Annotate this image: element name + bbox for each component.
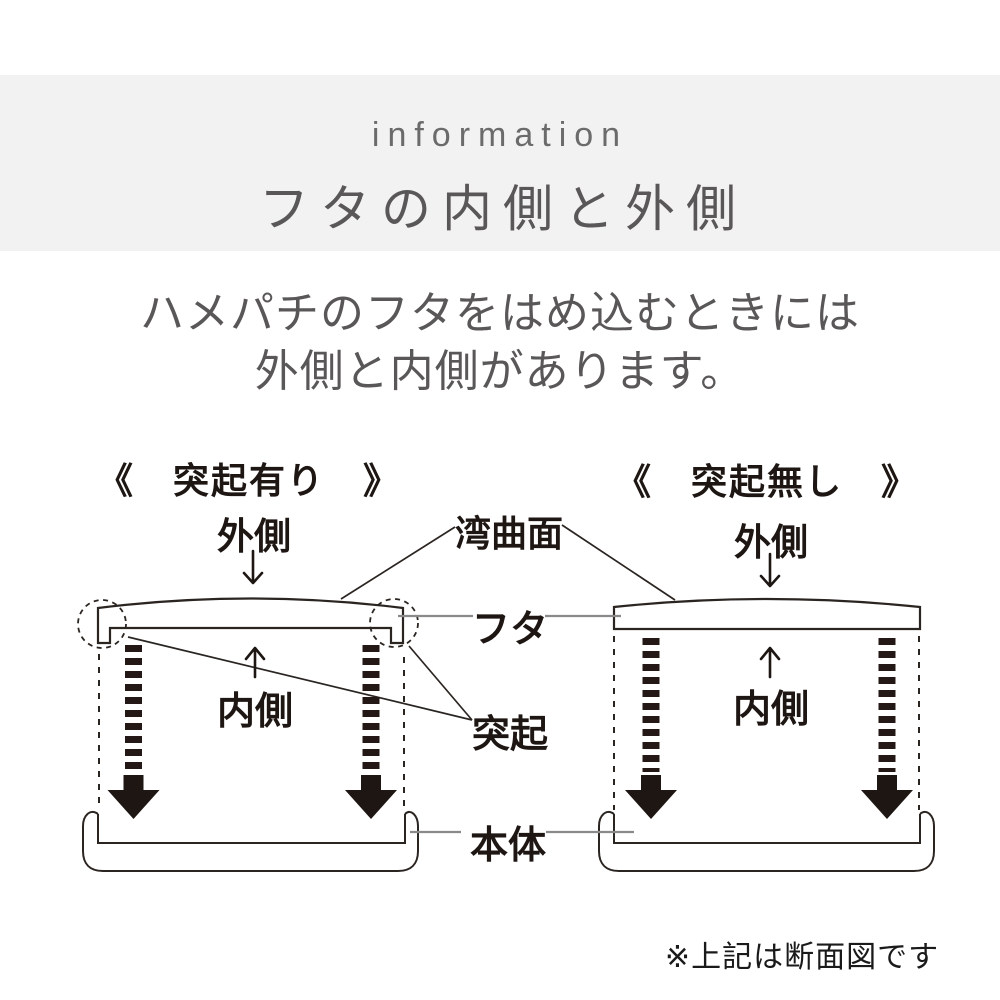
inner-arrow-right (759, 646, 781, 679)
highlight-circle-left (77, 599, 127, 649)
cross-section-footnote: ※上記は断面図です (664, 941, 940, 974)
outer-arrow-left (242, 549, 264, 585)
lid-label: フタ (471, 609, 549, 651)
intro-paragraph: ハメパチのフタをはめ込むときには 外側と内側があります。 (140, 285, 860, 401)
inner-side-label-left: 内側 (216, 691, 294, 733)
down-arrowheads (107, 775, 913, 819)
inner-arrow-left (244, 646, 266, 679)
lid-without-protrusion (612, 597, 922, 631)
drop-guide-lines (98, 636, 920, 810)
curved-surface-pointer-right (561, 524, 676, 601)
outer-side-label-right: 外側 (734, 522, 808, 563)
pointer-lines-black (127, 524, 676, 721)
direction-arrows (242, 549, 781, 679)
curved-surface-pointer-left (340, 526, 456, 600)
outer-arrow-right (759, 552, 781, 588)
diagram-heading-with-protrusion: 《 突起有り 》 (96, 460, 402, 501)
intro-line-1: ハメパチのフタをはめ込むときには (140, 289, 860, 338)
outer-side-label-left: 外側 (217, 516, 291, 557)
eyebrow-text: information (371, 116, 629, 154)
diagram-heading-without-protrusion: 《 突起無し 》 (614, 461, 920, 502)
lid-with-protrusion (96, 597, 405, 645)
body-label: 本体 (469, 825, 547, 867)
curved-surface-label: 湾曲面 (454, 513, 564, 554)
body-tray-right (598, 810, 935, 872)
protrusion-pointer-near (408, 645, 473, 721)
header-band (0, 75, 1000, 251)
protrusion-highlight-circles (77, 598, 419, 649)
protrusion-label: 突起 (471, 714, 549, 756)
highlight-circle-right (369, 598, 419, 648)
body-tray-left (82, 810, 419, 872)
page-title: フタの内側と外側 (259, 181, 747, 237)
protrusion-pointer-far (127, 636, 473, 721)
intro-line-2: 外側と内側があります。 (254, 347, 746, 396)
pointer-lines-gray (398, 614, 634, 834)
hatched-arrow-shafts (125, 638, 896, 772)
inner-side-label-right: 内側 (732, 689, 810, 731)
